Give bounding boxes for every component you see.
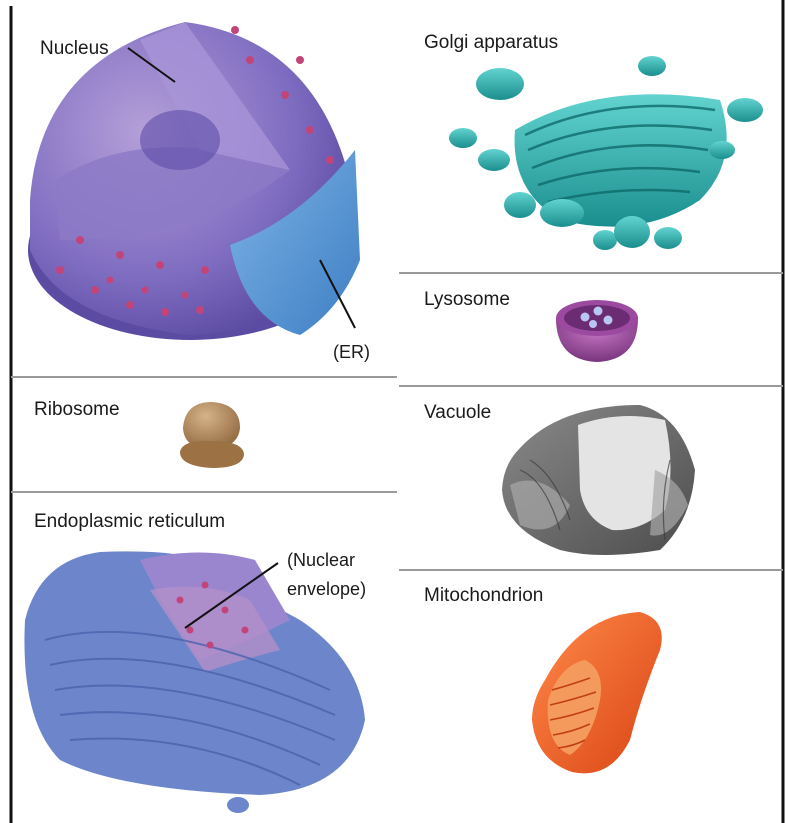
vacuole-label: Vacuole	[424, 402, 491, 423]
nucleolus	[140, 110, 220, 170]
ribosome-illustration	[180, 402, 244, 468]
lysosome-label: Lysosome	[424, 289, 510, 310]
nuclear-envelope-label-line2: envelope)	[287, 579, 366, 599]
er-label: Endoplasmic reticulum	[34, 511, 225, 532]
lysosome-illustration	[556, 300, 638, 362]
ribosome-label: Ribosome	[34, 399, 120, 420]
nucleus-illustration	[28, 22, 360, 340]
er-callout-label: (ER)	[333, 342, 370, 362]
mitochondrion-illustration	[532, 612, 662, 773]
golgi-label: Golgi apparatus	[424, 32, 558, 53]
mitochondrion-label: Mitochondrion	[424, 585, 543, 606]
nuclear-envelope-label-line1: (Nuclear	[287, 550, 355, 570]
nucleus-label: Nucleus	[40, 38, 109, 59]
golgi-illustration	[449, 56, 763, 250]
vacuole-illustration	[502, 405, 695, 555]
